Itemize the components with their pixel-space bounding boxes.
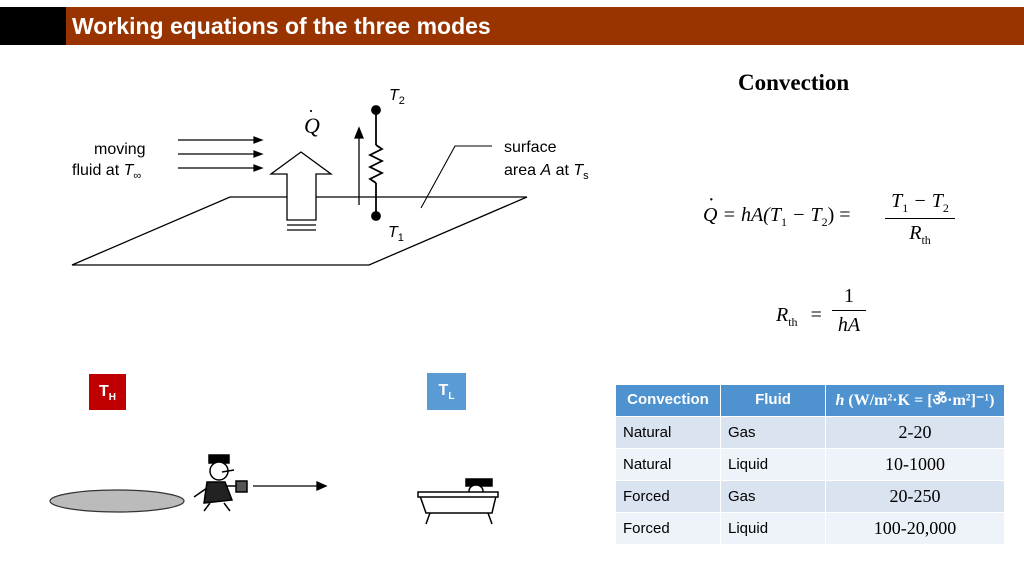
cell-fluid: Liquid: [720, 448, 826, 481]
t1-symbol: T: [388, 224, 398, 241]
tl-badge: TL: [427, 373, 466, 410]
eq1-num-minus: − T: [908, 190, 943, 212]
cell-fluid: Liquid: [720, 512, 826, 545]
moving-fluid-label-line1: moving: [94, 141, 146, 158]
cell-convection: Natural: [615, 416, 721, 449]
header-h: h (W/m²·K = [ॐ·m²]⁻¹): [825, 384, 1005, 417]
cell-fluid: Gas: [720, 480, 826, 513]
eq1-numerator: T1 − T2: [885, 190, 955, 219]
title-bar-black-block: [0, 7, 66, 45]
qdot-symbol: Q: [304, 113, 320, 138]
area-symbol: A: [540, 162, 552, 179]
eq1-num-sub1: 1: [902, 201, 909, 215]
surface-label-line1: surface: [504, 139, 557, 156]
t1-label: T1: [388, 222, 404, 249]
table-row: Natural Liquid 10-1000: [615, 448, 1005, 481]
ts-subscript: s: [583, 170, 589, 183]
t2-subscript: 2: [398, 95, 405, 108]
table-row: Forced Gas 20-250: [615, 480, 1005, 513]
header-h-units-b: ॐ·m²]⁻¹): [932, 392, 995, 409]
cell-h-value: 10-1000: [825, 448, 1005, 481]
eq1-fraction: T1 − T2 Rth: [885, 190, 955, 248]
header-h-units-a: (W/m²·K = [: [844, 392, 933, 409]
t-infinity-subscript: ∞: [133, 170, 142, 183]
cell-fluid: Gas: [720, 416, 826, 449]
eq2-r: R: [776, 304, 789, 326]
equation-1: · Q = hA(T1 − T2) =: [703, 189, 851, 230]
table-row: Natural Gas 2-20: [615, 416, 1005, 449]
header-fluid: Fluid: [720, 384, 826, 417]
eq1-q-symbol: Q: [703, 204, 718, 226]
cell-convection: Forced: [615, 512, 721, 545]
eq1-denominator: Rth: [885, 219, 955, 248]
table-row: Forced Liquid 100-20,000: [615, 512, 1005, 545]
th-subscript: H: [108, 392, 116, 404]
slide-title: Working equations of the three modes: [72, 13, 491, 39]
equation-2-lhs: Rth =: [776, 304, 822, 330]
eq2-sub: th: [788, 315, 798, 329]
eq2-denominator: hA: [832, 311, 866, 337]
eq1-sub1: 1: [780, 215, 787, 229]
fluid-flow-arrows: [178, 136, 264, 172]
qdot-arrow: [354, 126, 364, 205]
t2-symbol: T: [389, 87, 399, 104]
qdot-label: · Q: [304, 101, 320, 138]
eq2-equals: =: [810, 304, 822, 326]
eq1-qdot: · Q: [703, 189, 718, 227]
eq2-fraction: 1 hA: [832, 285, 866, 337]
t1-subscript: 1: [397, 232, 404, 245]
table-header-row: Convection Fluid h (W/m²·K = [ॐ·m²]⁻¹): [615, 384, 1005, 417]
surface-plate: [71, 196, 528, 266]
th-text: T: [98, 383, 109, 400]
bathtub-figure: [417, 478, 499, 525]
tl-subscript: L: [448, 391, 455, 403]
eq1-den-sub: th: [921, 233, 931, 247]
t2-label: T2: [389, 85, 405, 112]
eq1-den-r: R: [909, 222, 922, 244]
at-text: at: [551, 162, 574, 179]
eq1-num-t1: T: [891, 190, 903, 212]
eq2-den-ha: hA: [837, 314, 861, 336]
eq1-close: ) =: [827, 204, 851, 226]
convection-heading: Convection: [738, 70, 850, 95]
transfer-arrow: [253, 480, 328, 492]
eq2-numerator: 1: [832, 285, 866, 311]
cell-convection: Natural: [615, 448, 721, 481]
header-h-symbol: h: [835, 392, 845, 409]
cell-convection: Forced: [615, 480, 721, 513]
eq1-sub2: 2: [821, 215, 828, 229]
header-convection: Convection: [615, 384, 721, 417]
eq1-qdot-dot: ·: [708, 189, 715, 211]
area-text: area: [504, 162, 541, 179]
heat-flow-arrow: [269, 151, 333, 231]
surface-label-line2: area A at Ts: [504, 160, 589, 187]
eq1-num-sub2: 2: [942, 201, 949, 215]
thermal-resistor: [367, 105, 385, 221]
hot-surface-ellipse: [49, 489, 185, 513]
cell-h-value: 100-20,000: [825, 512, 1005, 545]
cell-h-value: 2-20: [825, 416, 1005, 449]
qdot-dot: ·: [308, 101, 314, 121]
cell-h-value: 20-250: [825, 480, 1005, 513]
t-infinity-symbol: T: [123, 162, 134, 179]
moving-fluid-label-line2: fluid at T∞: [72, 160, 141, 187]
person-figure: [193, 454, 248, 512]
eq1-minus: − T: [786, 204, 822, 226]
eq1-mid: = hA(T: [722, 204, 781, 226]
title-bar: Working equations of the three modes: [0, 7, 1024, 45]
tl-text: T: [438, 382, 449, 399]
surface-leader-line: [420, 145, 492, 209]
fluid-at-text: fluid at: [72, 162, 120, 179]
th-badge: TH: [89, 374, 126, 410]
ts-symbol: T: [573, 162, 584, 179]
convection-coefficient-table: Convection Fluid h (W/m²·K = [ॐ·m²]⁻¹) N…: [615, 384, 1005, 545]
